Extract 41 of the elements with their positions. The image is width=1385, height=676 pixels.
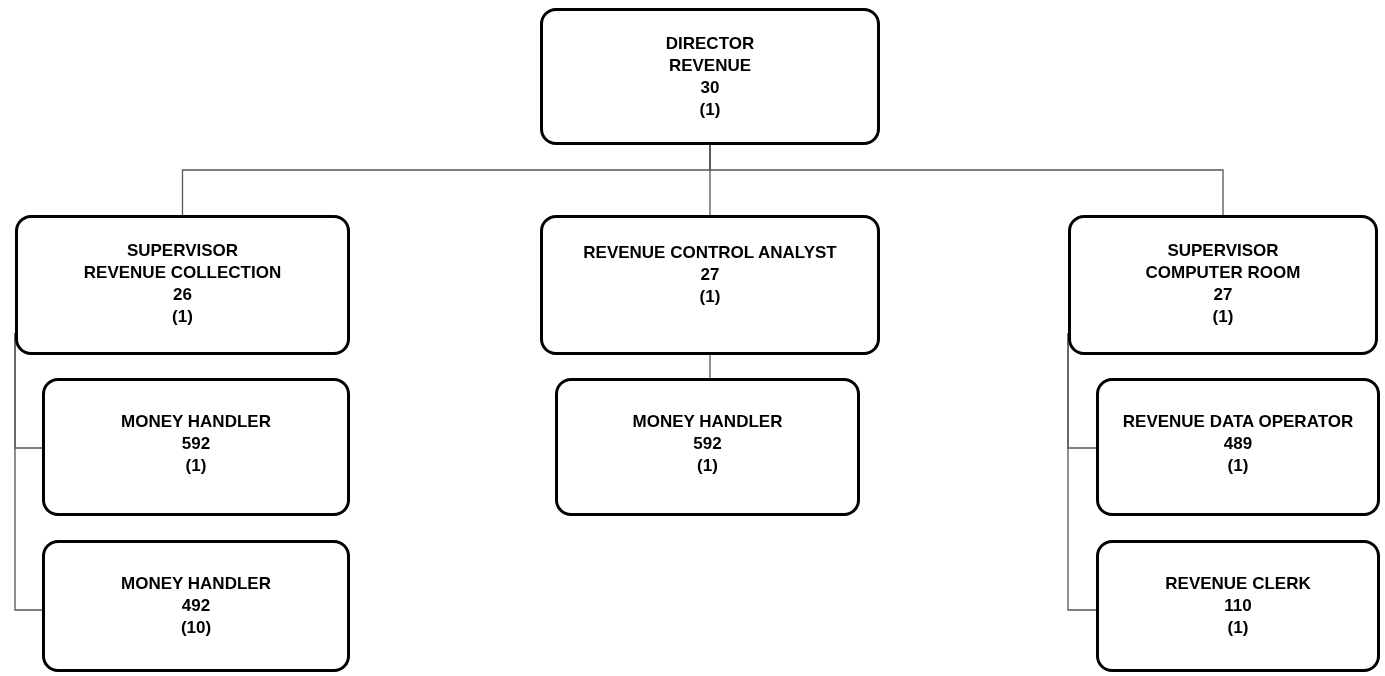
position-box: [42, 540, 350, 672]
box-text: DIRECTOR: [665, 33, 755, 55]
position-box: [540, 8, 880, 145]
box-text: (1): [172, 306, 193, 328]
position-box: [540, 215, 880, 355]
box-text: 489: [1223, 433, 1253, 455]
box-text: MONEY HANDLER: [632, 411, 783, 433]
position-box: [1068, 215, 1378, 355]
box-text: (1): [1212, 306, 1234, 328]
box-text: 27: [700, 264, 720, 286]
box-text: (1): [1227, 617, 1249, 639]
box-text: COMPUTER ROOM: [1145, 262, 1301, 284]
box-text: (1): [699, 99, 721, 121]
box-text: (1): [697, 455, 718, 477]
box-text: 592: [181, 433, 211, 455]
connector-line: [709, 144, 1224, 216]
box-text: REVENUE COLLECTION: [83, 262, 282, 284]
box-text: MONEY HANDLER: [121, 573, 271, 595]
box-text: SUPERVISOR: [1167, 240, 1279, 262]
box-text: SUPERVISOR: [126, 240, 239, 262]
box-text: REVENUE: [668, 55, 752, 77]
position-box: [1096, 378, 1380, 516]
box-text: MONEY HANDLER: [121, 411, 271, 433]
position-box: [15, 215, 350, 355]
box-text: 27: [1213, 284, 1233, 306]
box-text: 26: [173, 284, 192, 306]
position-box: [42, 378, 350, 516]
box-text: 592: [693, 433, 722, 455]
box-text: REVENUE DATA OPERATOR: [1122, 411, 1354, 433]
position-box: [555, 378, 860, 516]
box-text: (1): [699, 286, 721, 308]
box-text: (10): [180, 617, 212, 639]
box-text: 492: [181, 595, 211, 617]
position-box: [1096, 540, 1380, 672]
connector-line: [709, 354, 711, 379]
box-text: 110: [1224, 595, 1252, 617]
box-text: REVENUE CLERK: [1165, 573, 1311, 595]
box-text: (1): [1227, 455, 1249, 477]
box-text: 30: [700, 77, 720, 99]
box-text: REVENUE CONTROL ANALYST: [583, 242, 837, 264]
box-text: (1): [185, 455, 207, 477]
